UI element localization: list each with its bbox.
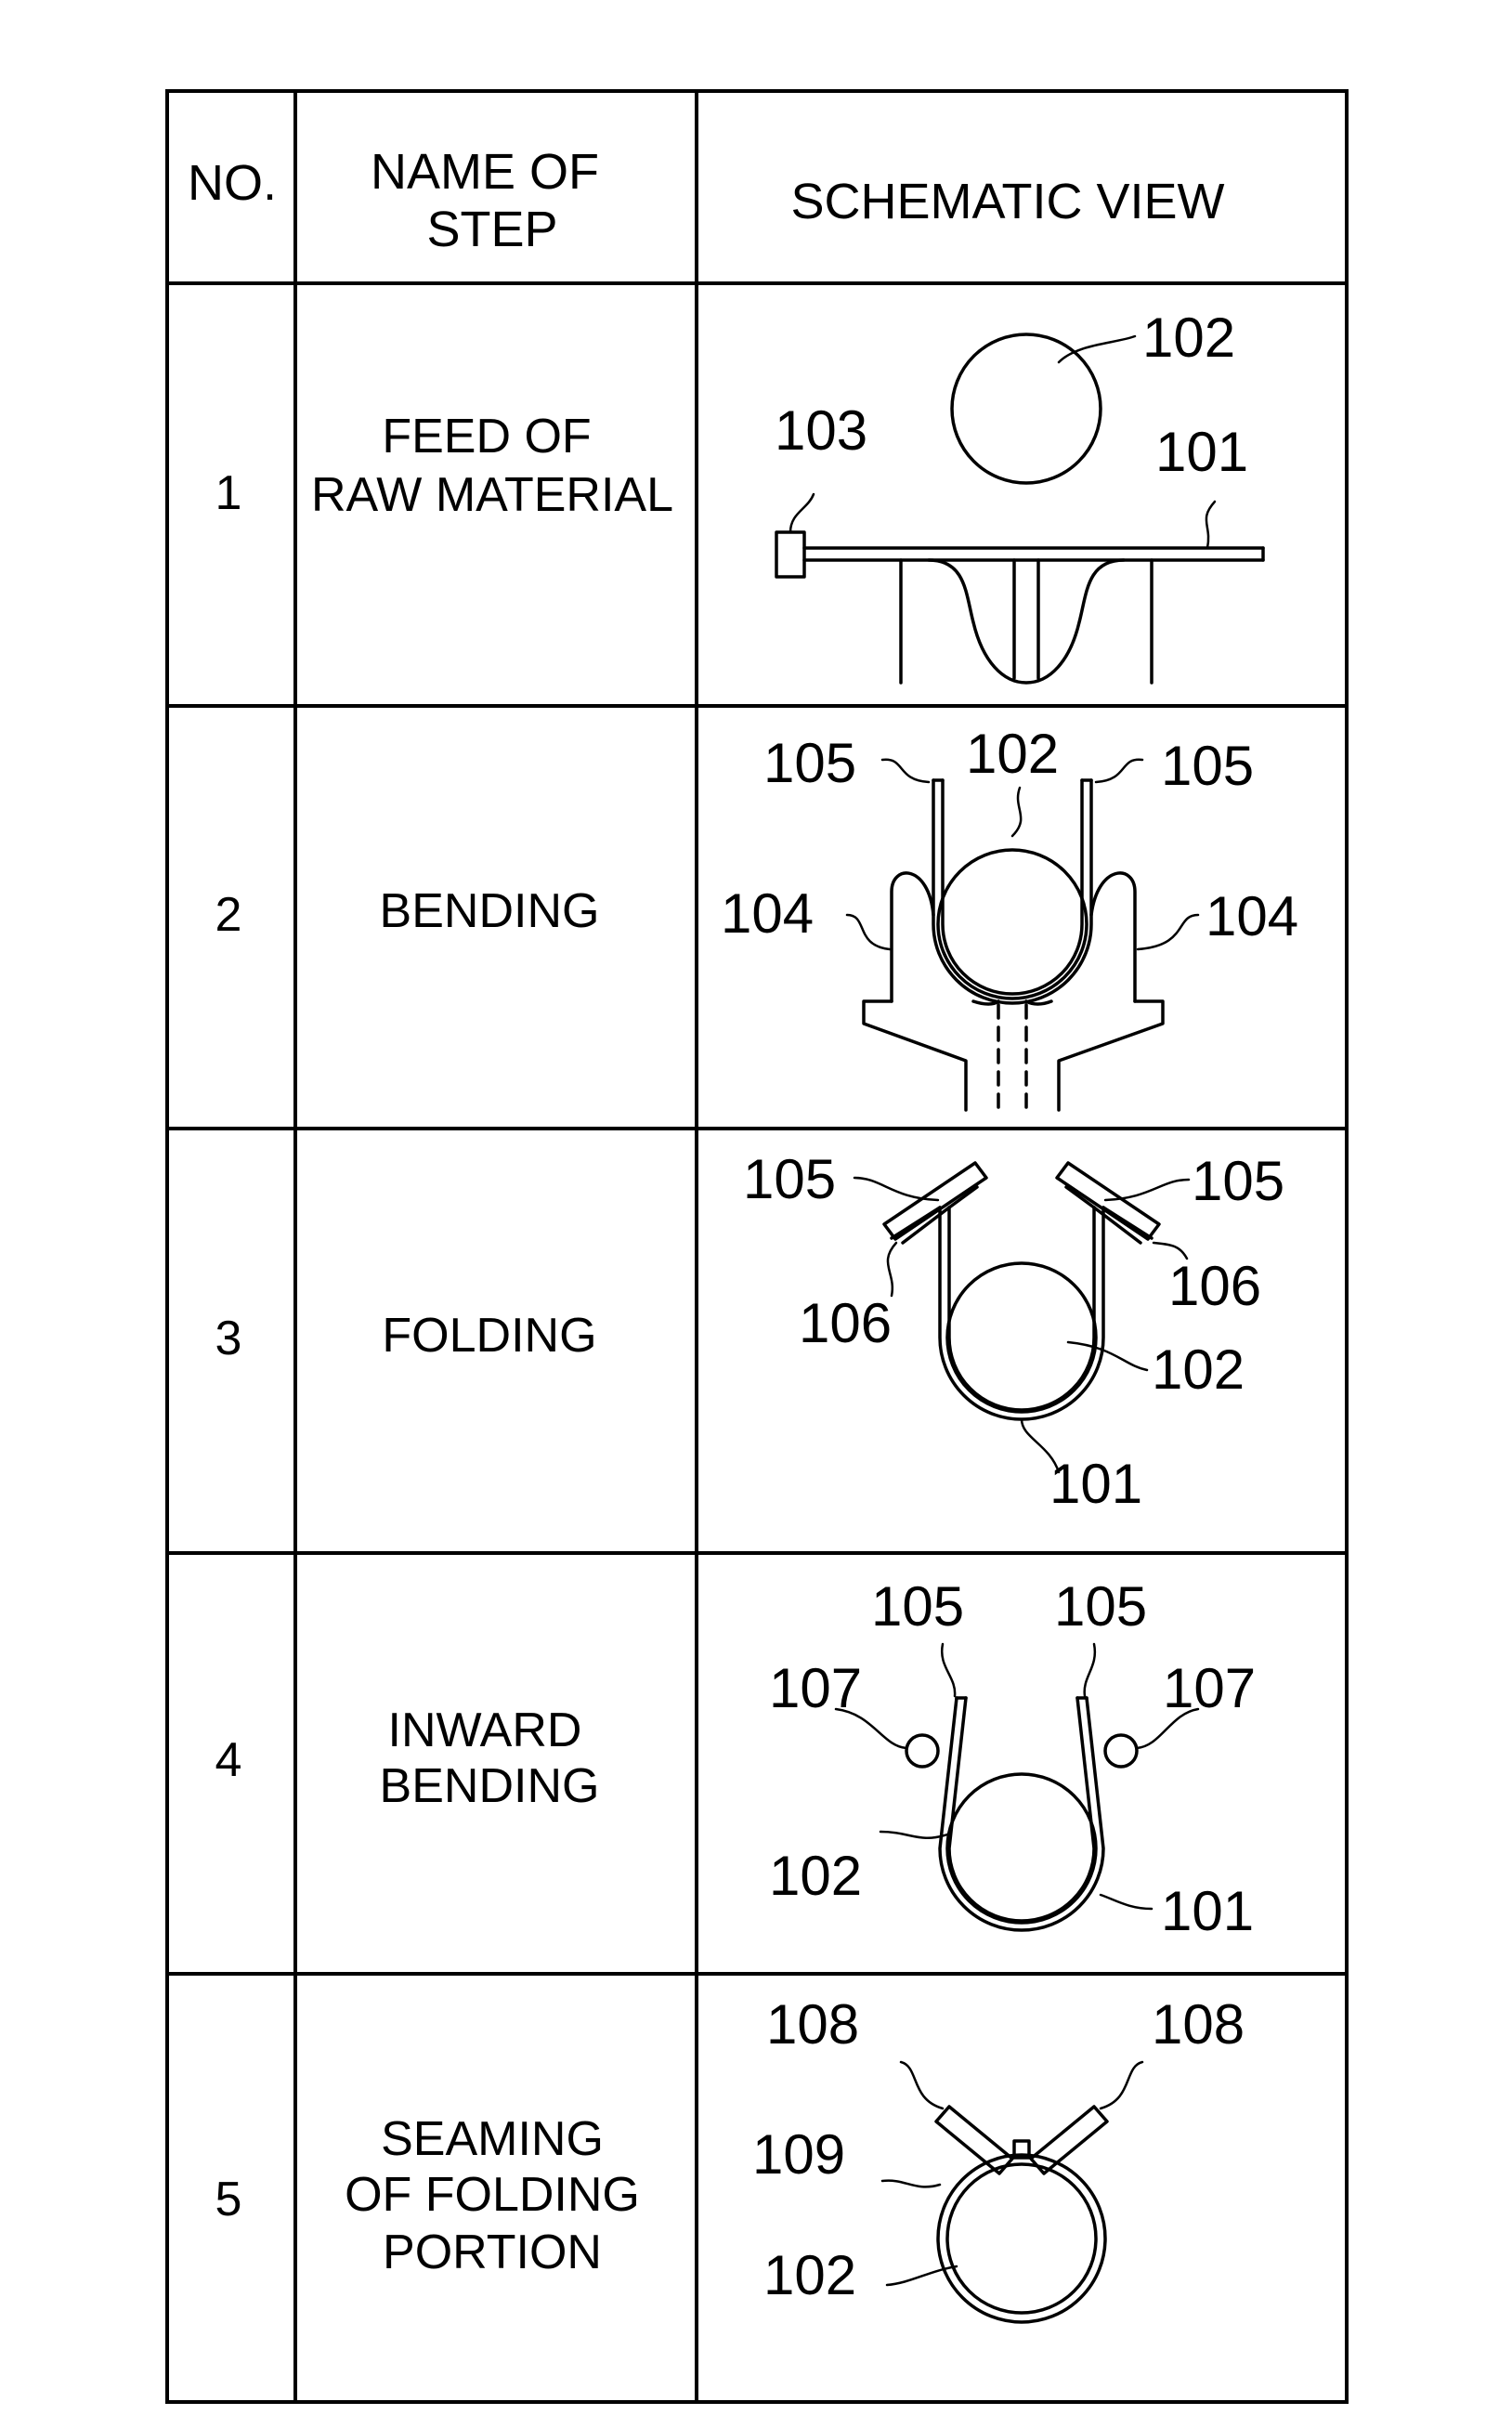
- row-1-clamp-103: [776, 532, 804, 577]
- row-4-label-101: 101: [1161, 1880, 1254, 1942]
- row-2-name: BENDING: [380, 884, 600, 938]
- row-2-label-105-left: 105: [763, 732, 856, 794]
- row-4-strip-inner: [949, 1698, 1094, 1921]
- row-1-core-102: [952, 334, 1101, 483]
- row-3-strip-outer: [940, 1207, 1103, 1419]
- row-5-seam-tool-left: [936, 2107, 1012, 2173]
- row-4-name-line2: BENDING: [380, 1759, 600, 1813]
- row-1-name-line2: RAW MATERIAL: [311, 468, 673, 522]
- row-3-schematic: [854, 1163, 1189, 1472]
- header-name-line1: NAME OF: [371, 144, 599, 200]
- row-5-schematic: [882, 2062, 1142, 2322]
- row-2-strip-outer: [933, 780, 1091, 1003]
- row-3-name: FOLDING: [382, 1309, 596, 1363]
- row-4-label-107-left: 107: [769, 1657, 862, 1719]
- row-5-name-line3: PORTION: [383, 2226, 602, 2279]
- row-4-label-105-left: 105: [871, 1575, 964, 1638]
- row-4-name-line1: INWARD: [388, 1704, 582, 1757]
- row-4-label-107-right: 107: [1163, 1657, 1256, 1719]
- row-2-strip-inner: [943, 780, 1082, 994]
- row-3-label-105-left: 105: [743, 1148, 836, 1210]
- row-3-label-105-right: 105: [1192, 1150, 1284, 1212]
- row-2-schematic: [847, 760, 1198, 1110]
- row-5-number: 5: [215, 2173, 242, 2226]
- row-4-schematic: [836, 1644, 1198, 1930]
- row-1-number: 1: [215, 466, 242, 520]
- row-1-label-102: 102: [1142, 307, 1235, 369]
- row-5-label-108-left: 108: [766, 1993, 859, 2056]
- row-2-core-102: [938, 850, 1087, 999]
- row-5-name-line1: SEAMING: [381, 2112, 604, 2166]
- row-1-die-cavity: [929, 560, 1124, 683]
- row-5-label-102: 102: [763, 2244, 856, 2306]
- row-3-label-102: 102: [1152, 1338, 1245, 1401]
- row-1-name-line1: FEED OF: [382, 410, 591, 463]
- row-5-core-102: [947, 2164, 1096, 2313]
- row-5-label-108-right: 108: [1152, 1993, 1245, 2056]
- row-4-label-102: 102: [769, 1845, 862, 1907]
- row-2-label-104-right: 104: [1206, 885, 1298, 947]
- row-2-label-102: 102: [966, 723, 1059, 785]
- row-2-die-right: [1091, 873, 1135, 1001]
- header-no: NO.: [188, 155, 277, 211]
- row-5-seam-tool-right: [1031, 2107, 1107, 2173]
- row-5-tube-109: [938, 2155, 1105, 2322]
- row-1-label-101: 101: [1155, 421, 1248, 483]
- row-5-name-line2: OF FOLDING: [345, 2168, 640, 2222]
- row-2-die-left: [892, 873, 933, 1001]
- header-schematic-view: SCHEMATIC VIEW: [790, 174, 1224, 229]
- row-4-number: 4: [215, 1733, 242, 1787]
- row-3-label-106-left: 106: [799, 1292, 892, 1354]
- row-2-die-base: [864, 1001, 966, 1110]
- row-2-label-104-left: 104: [721, 882, 814, 945]
- row-4-roller-left: [906, 1735, 938, 1767]
- row-3-label-106-right: 106: [1168, 1255, 1261, 1317]
- row-2-label-105-right: 105: [1161, 735, 1254, 797]
- row-5-label-109: 109: [752, 2123, 845, 2186]
- row-1-schematic: [776, 334, 1263, 683]
- row-3-label-101: 101: [1049, 1453, 1142, 1515]
- row-1-label-103: 103: [775, 399, 867, 462]
- row-4-label-105-right: 105: [1054, 1575, 1147, 1638]
- row-4-roller-right: [1105, 1735, 1137, 1767]
- row-3-strip-inner: [949, 1207, 1094, 1410]
- header-name-line2: STEP: [426, 202, 557, 257]
- row-2-number: 2: [215, 888, 242, 942]
- row-3-number: 3: [215, 1312, 242, 1365]
